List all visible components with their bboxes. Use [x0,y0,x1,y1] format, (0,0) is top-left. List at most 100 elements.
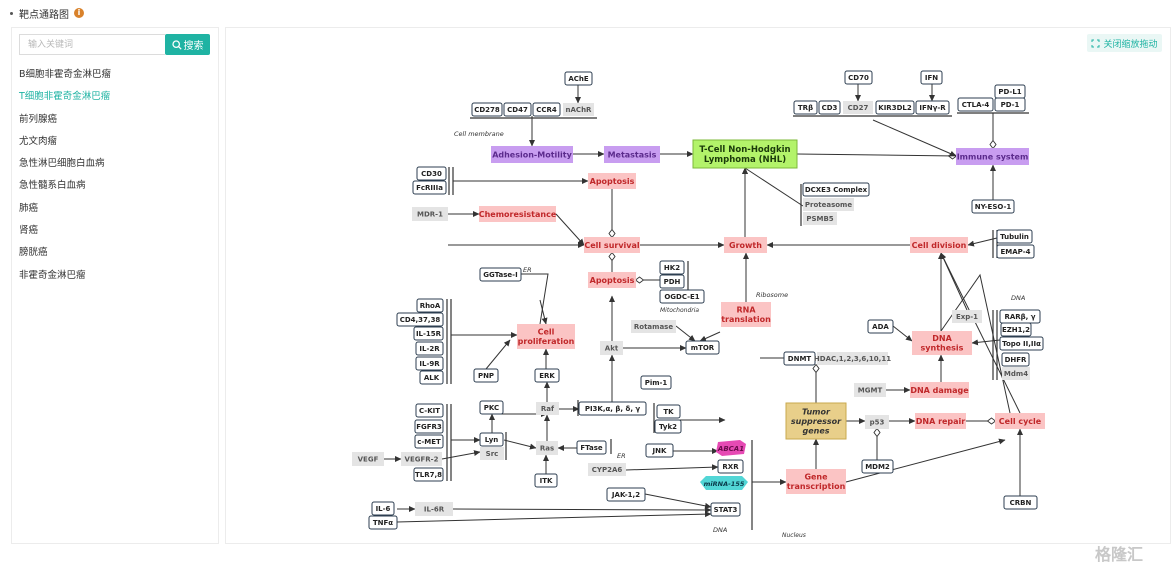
node-tyk2[interactable]: Tyk2 [654,419,682,434]
node-survival[interactable]: Cell survival [584,237,640,253]
node-pdl1[interactable]: PD-L1 [994,84,1026,99]
node-jak[interactable]: JAK-1,2 [606,487,646,502]
sidebar-item[interactable]: 急性髓系白血病 [19,180,86,192]
node-tubulin[interactable]: Tubulin [996,229,1033,244]
sidebar-item[interactable]: 肺癌 [19,202,39,214]
node-itk[interactable]: ITK [534,473,558,488]
node-ezh[interactable]: EZH1,2 [1000,322,1032,337]
node-ifn[interactable]: IFN [920,70,943,85]
node-cd30[interactable]: CD30 [416,166,447,181]
node-pkc[interactable]: PKC [479,400,504,415]
node-vegfr2[interactable]: VEGFR-2 [401,452,442,466]
node-pim1[interactable]: Pim-1 [640,375,672,390]
node-hdac[interactable]: HDAC,1,2,3,6,10,11 [814,352,891,365]
node-metastasis[interactable]: Metastasis [604,146,660,163]
node-crbn[interactable]: CRBN [1003,495,1038,510]
node-mdm4[interactable]: Mdm4 [1002,367,1030,380]
node-ada[interactable]: ADA [867,319,894,334]
node-exp1[interactable]: Exp-1 [952,310,982,323]
node-pi3k[interactable]: PI3K,α, β, δ, γ [578,401,647,416]
node-fcriiia[interactable]: FcRIIIa [412,180,447,195]
info-icon[interactable]: i [74,8,84,18]
node-division[interactable]: Cell division [910,237,968,253]
node-tlr[interactable]: TLR7,8 [413,467,444,482]
node-adhesion[interactable]: Adhesion-Motility [491,146,573,163]
node-cd4[interactable]: CD4,37,38 [396,312,444,327]
node-dhfr[interactable]: DHFR [1001,352,1030,367]
node-chemo[interactable]: Chemoresistance [479,206,557,222]
node-cyp2a6[interactable]: CYP2A6 [588,463,626,476]
node-il15r[interactable]: IL-15R [413,326,444,341]
node-pd1[interactable]: PD-1 [994,97,1026,112]
sidebar-item[interactable]: 急性淋巴细胞白血病 [19,158,105,170]
node-fgfr3[interactable]: FGFR3 [414,419,444,434]
node-lyn[interactable]: Lyn [479,432,504,447]
node-tnfa[interactable]: TNFα [368,515,398,530]
node-p53[interactable]: p53 [865,415,889,429]
node-kir[interactable]: KIR3DL2 [875,100,915,115]
search-button[interactable]: 搜索 [165,34,210,55]
node-ctla4[interactable]: CTLA-4 [957,97,994,112]
node-ggtase[interactable]: GGTase-I [479,267,522,282]
node-cd70[interactable]: CD70 [844,70,873,85]
node-nyeso[interactable]: NY-ESO-1 [971,199,1015,214]
node-cd27[interactable]: CD27 [843,101,873,114]
node-psmb5[interactable]: PSMB5 [803,212,837,225]
sidebar-item[interactable]: 肾癌 [19,225,39,237]
node-il6[interactable]: IL-6 [371,501,395,516]
node-raf[interactable]: Raf [536,402,559,415]
node-emap4[interactable]: EMAP-4 [996,244,1035,259]
node-ckit[interactable]: C-KIT [415,403,444,418]
node-mdm2[interactable]: MDM2 [861,459,894,474]
node-hk2[interactable]: HK2 [659,260,685,275]
node-apoptosis1[interactable]: Apoptosis [588,173,636,189]
node-ras[interactable]: Ras [536,441,558,455]
node-ogdc[interactable]: OGDC-E1 [659,289,705,304]
node-src[interactable]: Src [480,447,504,460]
node-nachr[interactable]: nAChR [563,103,594,116]
node-rxr[interactable]: RXR [717,459,744,474]
node-rarb[interactable]: RARβ, γ [999,309,1041,324]
node-topo[interactable]: Topo II,IIα [999,336,1044,351]
node-growth[interactable]: Growth [724,237,767,253]
search-input[interactable] [19,34,165,55]
node-pdh[interactable]: PDH [659,274,685,289]
node-erk[interactable]: ERK [534,368,560,383]
node-dcxe3[interactable]: DCXE3 Complex [802,182,870,197]
sidebar-item[interactable]: 膀胱癌 [19,247,48,259]
node-vegf[interactable]: VEGF [352,452,384,466]
node-apoptosis2[interactable]: Apoptosis [588,272,636,288]
node-pnp[interactable]: PNP [473,368,499,383]
node-mtor[interactable]: mTOR [685,340,720,355]
sidebar-item[interactable]: 尤文肉瘤 [19,135,58,147]
node-dnmt[interactable]: DNMT [783,351,816,366]
node-cd278[interactable]: CD278 [471,102,503,117]
node-il9r[interactable]: IL-9R [415,356,444,371]
node-stat3[interactable]: STAT3 [710,502,741,517]
node-rhoa[interactable]: RhoA [416,298,444,313]
node-tk[interactable]: TK [656,404,681,419]
node-cellcycle[interactable]: Cell cycle [995,413,1045,429]
sidebar-item[interactable]: 非霍奇金淋巴瘤 [19,269,86,281]
node-alk[interactable]: ALK [419,370,444,385]
toggle-zoom-drag-button[interactable]: 关闭缩放拖动 [1087,34,1162,52]
node-akt[interactable]: Akt [600,341,623,355]
node-rotamase[interactable]: Rotamase [631,320,676,333]
node-cd47[interactable]: CD47 [503,102,532,117]
node-ftase[interactable]: FTase [576,440,607,455]
node-ache[interactable]: AChE [564,71,593,86]
node-dnadamage[interactable]: DNA damage [910,382,969,398]
node-cmet[interactable]: c-MET [414,434,444,449]
node-mdr1[interactable]: MDR-1 [412,207,448,221]
node-cd3[interactable]: CD3 [818,100,841,115]
node-il6r[interactable]: IL-6R [415,502,453,516]
node-ccr4[interactable]: CCR4 [532,102,561,117]
node-trb[interactable]: TRβ [793,100,818,115]
sidebar-item[interactable]: T细胞非霍奇金淋巴瘤 [19,91,111,103]
node-il2r[interactable]: IL-2R [415,341,444,356]
